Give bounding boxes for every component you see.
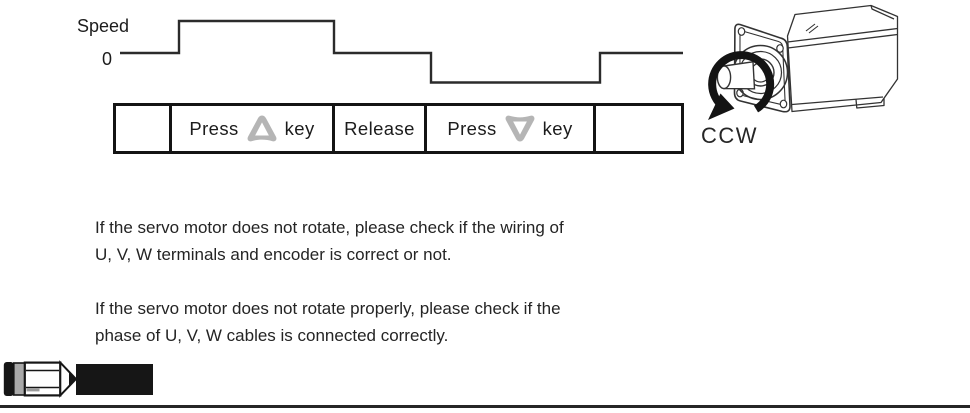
- down-key-icon: [505, 115, 535, 142]
- release-label: Release: [344, 117, 415, 139]
- note-2-line-2: phase of U, V, W cables is connected cor…: [95, 326, 449, 345]
- timeline-cell-press-down: Press key: [427, 106, 596, 151]
- speed-axis-label: Speed: [77, 16, 130, 36]
- motor-shaft: [716, 60, 756, 90]
- key-action-timeline: Press key Release Press key: [113, 103, 684, 154]
- motor-body: [786, 4, 899, 113]
- timeline-cell-release: Release: [335, 106, 427, 151]
- up-key-icon: [247, 115, 277, 142]
- note-2-line-1: If the servo motor does not rotate prope…: [95, 299, 561, 318]
- page-bottom-rule: [0, 405, 970, 408]
- speed-step-line: [120, 19, 683, 84]
- press-down-suffix: key: [542, 117, 573, 139]
- flange-bolt-holes: [736, 27, 788, 109]
- ccw-rotation-label: CCW: [701, 123, 759, 148]
- timeline-cell-press-up: Press key: [172, 106, 335, 151]
- note-1-line-2: U, V, W terminals and encoder is correct…: [95, 245, 452, 264]
- timeline-cell-blank-right: [596, 106, 681, 151]
- note-paragraph-1: If the servo motor does not rotate, plea…: [95, 214, 635, 268]
- servo-motor-illustration: [708, 4, 899, 120]
- speed-waveform: [120, 19, 683, 84]
- timeline-cell-blank-left: [116, 106, 172, 151]
- zero-level-label: 0: [101, 49, 112, 69]
- note-1-line-1: If the servo motor does not rotate, plea…: [95, 218, 564, 237]
- press-up-prefix: Press: [189, 117, 239, 139]
- press-down-prefix: Press: [447, 117, 497, 139]
- note-label-box: [76, 364, 153, 395]
- ccw-rotation-arrow-icon: [708, 51, 775, 120]
- note-paragraphs: If the servo motor does not rotate, plea…: [95, 214, 635, 349]
- press-up-suffix: key: [284, 117, 315, 139]
- pencil-note-icon: [3, 360, 77, 398]
- note-paragraph-2: If the servo motor does not rotate prope…: [95, 295, 635, 349]
